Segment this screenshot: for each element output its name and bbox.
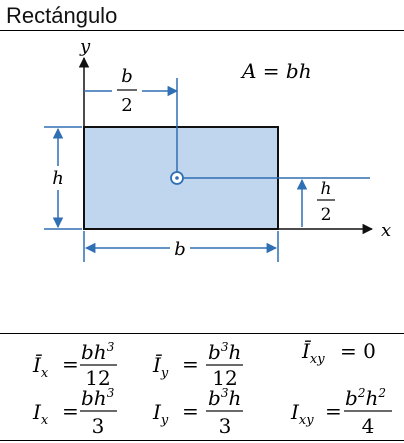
- formula-ix: Ix = bh3 3: [32, 386, 117, 438]
- svg-text:3: 3: [92, 414, 105, 438]
- half-b-den: 2: [121, 95, 132, 116]
- svg-text:Ixy: Ixy: [290, 400, 314, 428]
- svg-text:b2h2: b2h2: [345, 386, 386, 410]
- svg-text:Īx: Īx: [32, 353, 49, 381]
- formula-iy: Iy = b3h 3: [152, 386, 243, 438]
- svg-text:=: =: [62, 352, 79, 376]
- svg-text:Īy: Īy: [152, 353, 169, 381]
- bottom-border: [0, 440, 404, 441]
- area-formula: A = bh: [240, 59, 312, 83]
- svg-text:12: 12: [85, 366, 110, 390]
- half-b-num: b: [121, 66, 133, 87]
- page-title: Rectángulo: [6, 3, 118, 28]
- half-h-num: h: [321, 179, 332, 199]
- svg-text:b3h: b3h: [208, 340, 241, 364]
- svg-text:12: 12: [212, 366, 237, 390]
- svg-text:Īxy: Īxy: [301, 339, 325, 367]
- rectangle-diagram: y x A = bh b 2 h b h 2: [44, 36, 391, 262]
- x-axis-label: x: [381, 220, 391, 241]
- half-h-den: 2: [321, 205, 332, 225]
- svg-text:4: 4: [362, 414, 375, 438]
- formula-ixbar: Īx = bh3 12: [32, 340, 117, 390]
- svg-text:= 0: = 0: [340, 339, 376, 363]
- height-label: h: [52, 168, 64, 189]
- svg-text:=: =: [182, 399, 199, 423]
- y-axis-label: y: [79, 36, 91, 57]
- svg-text:=: =: [182, 352, 199, 376]
- svg-text:3: 3: [219, 414, 232, 438]
- svg-text:Ix: Ix: [32, 400, 49, 428]
- svg-text:bh3: bh3: [81, 340, 115, 364]
- svg-text:Iy: Iy: [152, 400, 169, 428]
- formula-iybar: Īy = b3h 12: [152, 340, 243, 390]
- formula-panel: Īx = bh3 12 Īy = b3h 12 Īxy = 0 Ix = bh3: [32, 339, 392, 438]
- svg-text:bh3: bh3: [81, 386, 115, 410]
- width-label: b: [174, 239, 186, 260]
- formula-ixy: Ixy = b2h2 4: [290, 386, 392, 438]
- svg-text:=: =: [325, 399, 342, 423]
- formula-ixybar: Īxy = 0: [301, 339, 376, 367]
- svg-text:b3h: b3h: [208, 386, 241, 410]
- svg-text:=: =: [62, 399, 79, 423]
- formula-separator: [0, 333, 404, 334]
- title-bar: Rectángulo: [0, 0, 404, 31]
